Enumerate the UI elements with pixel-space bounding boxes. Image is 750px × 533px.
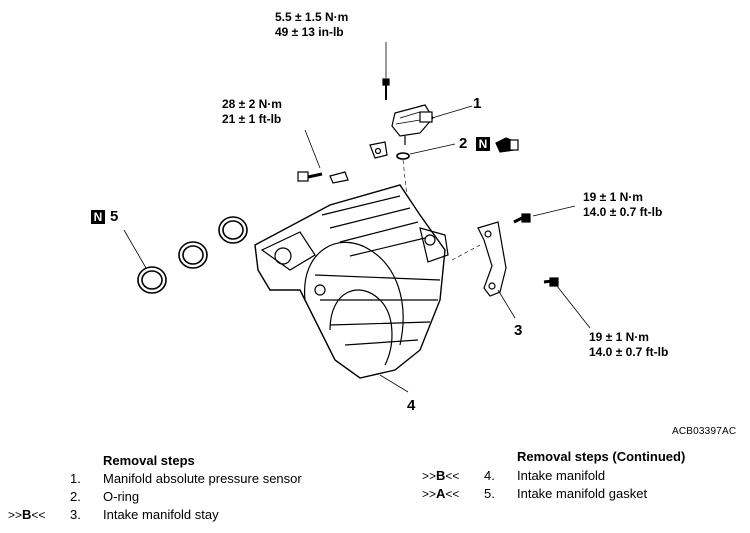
step-text: Intake manifold stay	[103, 507, 219, 522]
callout-5: 5	[110, 208, 119, 225]
sensor-bolt	[382, 42, 390, 100]
torque-sensor-nm: 5.5 ± 1.5 N·m	[275, 10, 349, 24]
removal-steps-continued-title: Removal steps (Continued)	[517, 449, 686, 464]
torque-sensor: 5.5 ± 1.5 N·m 49 ± 13 in-lb	[275, 10, 348, 40]
torque-sensor-inlb: 49 ± 13 in-lb	[275, 25, 344, 39]
stay-bolt-lower	[543, 277, 591, 329]
step-number: 1.	[70, 471, 81, 486]
intake-manifold-gaskets	[123, 216, 248, 294]
torque-stay-upper-nm: 19 ± 1 N·m	[583, 190, 643, 204]
torque-bolt-ftlb: 21 ± 1 ft-lb	[222, 112, 282, 126]
torque-stay-upper: 19 ± 1 N·m 14.0 ± 0.7 ft-lb	[583, 190, 662, 220]
callout-3: 3	[514, 322, 523, 339]
step-text: Manifold absolute pressure sensor	[103, 471, 302, 486]
step-reference: >>B<<	[8, 507, 46, 522]
step-number: 3.	[70, 507, 81, 522]
list-item: 2.	[70, 488, 81, 506]
step-text: Intake manifold	[517, 468, 606, 483]
list-item: 1.	[70, 470, 81, 488]
intake-manifold-stay	[451, 221, 516, 319]
stay-bolt-upper	[513, 205, 576, 224]
step-text: O-ring	[103, 489, 140, 504]
step-reference: >>B<<	[422, 468, 460, 483]
step-number: 5.	[484, 486, 495, 501]
callout-4: 4	[407, 397, 416, 414]
manifold-bolt	[297, 129, 349, 184]
intake-manifold	[254, 184, 449, 393]
map-sensor	[391, 104, 473, 145]
torque-stay-upper-ftlb: 14.0 ± 0.7 ft-lb	[583, 205, 663, 219]
torque-bolt-nm: 28 ± 2 N·m	[222, 97, 282, 111]
torque-stay-lower: 19 ± 1 N·m 14.0 ± 0.7 ft-lb	[589, 330, 668, 360]
removal-steps-continued-list: >>B<< 4. Intake manifold >>A<< 5. Intake…	[400, 467, 740, 507]
step-text: Intake manifold gasket	[517, 486, 648, 501]
removal-steps-list: 1. Manifold absolute pressure sensor 2. …	[0, 470, 380, 530]
callout-1: 1	[473, 95, 482, 112]
badge-n-item2: N	[476, 137, 490, 151]
torque-stay-lower-nm: 19 ± 1 N·m	[589, 330, 649, 344]
torque-bolt: 28 ± 2 N·m 21 ± 1 ft-lb	[222, 97, 282, 127]
step-number: 2.	[70, 489, 81, 504]
torque-stay-lower-ftlb: 14.0 ± 0.7 ft-lb	[589, 345, 669, 359]
figure-id: ACB03397AC	[672, 426, 737, 437]
badge-n-item5: N	[91, 210, 105, 224]
step-reference: >>A<<	[422, 486, 460, 501]
callout-2: 2	[459, 135, 468, 152]
o-ring	[396, 143, 456, 226]
removal-steps-title: Removal steps	[103, 453, 195, 468]
lubricant-icon	[495, 137, 519, 153]
step-number: 4.	[484, 468, 495, 483]
